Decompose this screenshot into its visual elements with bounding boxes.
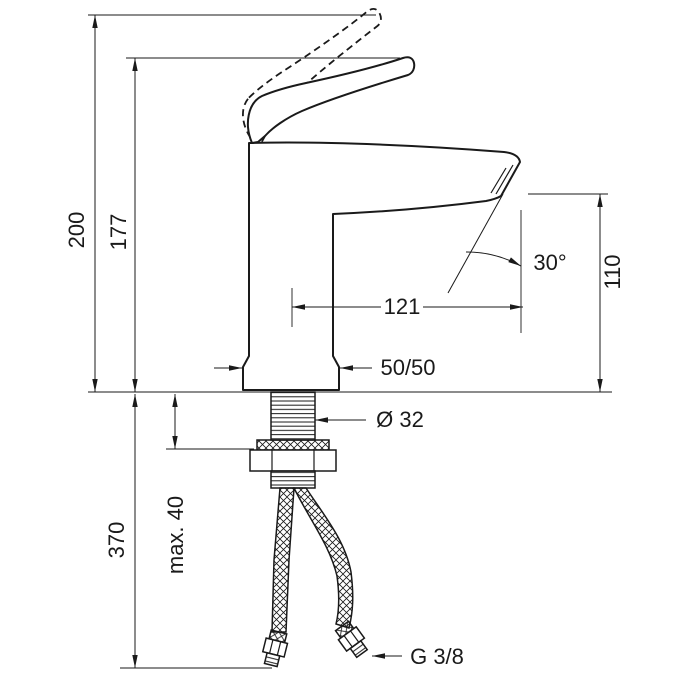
- hose-fitting-right: [334, 620, 369, 659]
- supply-hose-right: [292, 487, 354, 629]
- dim-dia32-label: Ø 32: [376, 407, 424, 432]
- hose-fitting-left: [261, 629, 289, 668]
- extension-lines: [88, 14, 612, 669]
- dim-110-label: 110: [600, 254, 625, 289]
- knurled-washer: [256, 439, 330, 451]
- dim-max40-label: max. 40: [163, 496, 188, 574]
- dimension-lines: [92, 15, 603, 668]
- under-counter-group: [249, 391, 369, 668]
- supply-hose-left: [271, 487, 295, 633]
- dim-121-label: 121: [384, 294, 421, 319]
- dim-30deg-label: 30°: [533, 250, 566, 275]
- dim-angle-arc: [465, 251, 522, 267]
- dim-g38-label: G 3/8: [410, 644, 464, 669]
- lever-handle: [246, 56, 416, 144]
- mounting-nut-facets: [271, 450, 315, 471]
- dim-5050-label: 50/50: [380, 355, 435, 380]
- dim-370-label: 370: [104, 522, 129, 559]
- faucet-body-and-spout: [242, 141, 521, 391]
- dimension-labels: 200 177 110 121 30° 50/50 Ø 32 max. 40 3…: [64, 212, 625, 669]
- dim-200-label: 200: [64, 212, 89, 249]
- dim-177-label: 177: [106, 214, 131, 251]
- aerator-detail: [490, 164, 514, 195]
- dim-angle-face-line: [447, 193, 504, 294]
- lower-threaded-collar: [270, 470, 316, 489]
- faucet-body-group: [242, 8, 521, 391]
- threaded-shank: [270, 391, 316, 441]
- mounting-nut: [249, 449, 337, 472]
